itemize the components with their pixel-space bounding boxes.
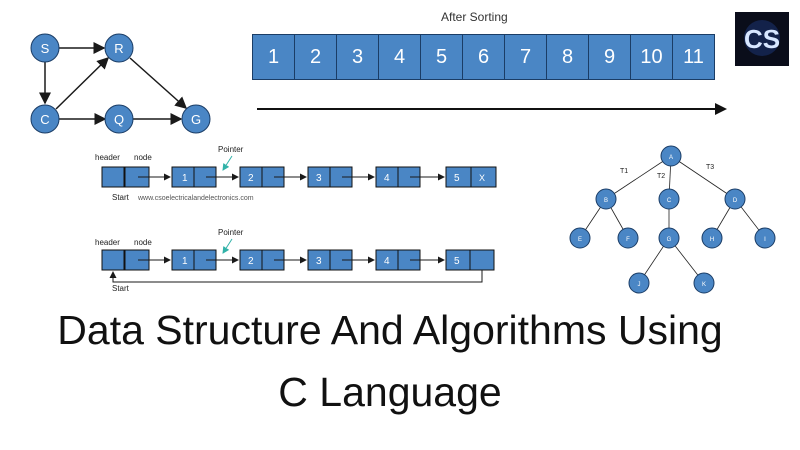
list1-start-label: Start	[112, 193, 130, 202]
sorted-array: 1 2 3 4 5 6 7 8 9 10 11	[252, 34, 715, 80]
logo-text: CS	[744, 24, 780, 54]
graph-node-q	[104, 104, 134, 134]
array-title: After Sorting	[441, 10, 508, 24]
tree-node	[595, 188, 617, 210]
tree-node-label: F	[626, 237, 630, 243]
array-cell: 4	[378, 34, 421, 80]
graph-node-c	[30, 104, 60, 134]
graph-node-r-label: R	[114, 41, 123, 56]
list2-header-box	[101, 249, 125, 271]
tree-node-label: B	[604, 198, 608, 204]
directed-graph: S R C Q G	[30, 33, 211, 134]
graph-node-s-label: S	[41, 41, 50, 56]
page-subtitle: C Language	[278, 369, 502, 415]
logo-glow	[744, 20, 780, 56]
graph-node-g	[181, 104, 211, 134]
list2-node-label: node	[134, 238, 152, 247]
array-direction-arrow	[257, 103, 727, 115]
list1-node-value: 4	[384, 173, 390, 184]
array-cell: 8	[546, 34, 589, 80]
array-cell: 1	[252, 34, 295, 80]
list1-node-value: 1	[182, 173, 188, 184]
list1-null-mark: X	[479, 173, 485, 183]
list2-node-value: 2	[248, 256, 254, 267]
array-cell: 11	[672, 34, 715, 80]
tree-node-label: H	[710, 237, 714, 243]
array-cell: 6	[462, 34, 505, 80]
tree-node	[724, 188, 746, 210]
tree-node	[658, 227, 680, 249]
array-cell: 5	[420, 34, 463, 80]
list1-pointer-indicator	[222, 155, 233, 171]
list2-node-value: 5	[454, 256, 460, 267]
list1-header-label: header	[95, 153, 120, 162]
list2-circular-link	[109, 270, 483, 283]
list2-header-label: header	[95, 238, 120, 247]
array-cell: 7	[504, 34, 547, 80]
linked-list-diagram: header node Pointer 1 2 3 4 5 X Start ww…	[95, 145, 497, 202]
list2-start-label: Start	[112, 284, 130, 293]
tree-node-label: E	[578, 237, 582, 243]
tree-node-label: J	[638, 282, 641, 288]
list2-node-value: 1	[182, 256, 188, 267]
tree-node	[693, 272, 715, 294]
tree-node-label: C	[667, 198, 672, 204]
graph-node-c-label: C	[40, 112, 49, 127]
array-arrow-head	[715, 103, 727, 115]
list1-pointer-label: Pointer	[218, 145, 244, 154]
array-cell: 2	[294, 34, 337, 80]
tree-node-label: I	[764, 237, 766, 243]
tree-edge	[670, 155, 736, 200]
tree-node	[701, 227, 723, 249]
tree-node	[660, 145, 682, 167]
array-cell: 9	[588, 34, 631, 80]
list1-node-value: 5	[454, 173, 460, 184]
list2-node-value: 3	[316, 256, 322, 267]
list1-node-value: 2	[248, 173, 254, 184]
graph-node-g-label: G	[191, 112, 201, 127]
tree-node	[628, 272, 650, 294]
tree-node-label: K	[702, 282, 706, 288]
tree-edge-label-t1: T1	[620, 168, 628, 175]
tree-edge-label-t2: T2	[657, 173, 665, 180]
tree-node	[754, 227, 776, 249]
list2-pointer-label: Pointer	[218, 228, 244, 237]
page-title: Data Structure And Algorithms Using	[57, 307, 723, 353]
array-cell: 10	[630, 34, 673, 80]
tree-node	[658, 188, 680, 210]
watermark-text: www.csoelectricalandelectronics.com	[137, 195, 254, 202]
graph-node-q-label: Q	[114, 112, 124, 127]
list2-node-value: 4	[384, 256, 390, 267]
list1-node-value: 3	[316, 173, 322, 184]
tree-edge-label-t3: T3	[706, 164, 714, 171]
cs-logo: CS	[735, 12, 789, 66]
graph-node-s	[30, 33, 60, 63]
tree-node-label: A	[669, 155, 673, 161]
tree-node	[569, 227, 591, 249]
graph-edge-r-g	[129, 57, 188, 109]
array-cell: 3	[336, 34, 379, 80]
tree-edge	[605, 155, 672, 200]
tree-node-label: D	[733, 198, 738, 204]
graph-edge-c-r	[55, 56, 110, 110]
list1-node-label: node	[134, 153, 152, 162]
graph-node-r	[104, 33, 134, 63]
tree-node	[617, 227, 639, 249]
circular-linked-list-diagram: header node Pointer 1 2 3 4 5 Start	[95, 228, 495, 293]
list2-pointer-indicator	[222, 238, 233, 254]
list1-header-box	[101, 166, 125, 188]
tree-node-label: G	[667, 237, 672, 243]
tree-diagram: T1 T2 T3 A B C D E F G H I J K	[569, 145, 776, 294]
